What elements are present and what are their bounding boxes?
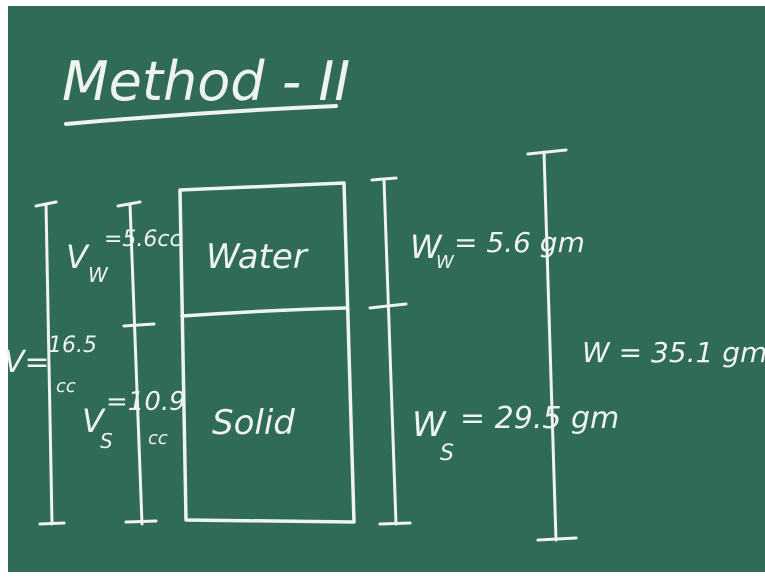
total-weight-dimension [526, 148, 578, 542]
solid-label: Solid [212, 403, 295, 443]
ww-symbol: W [410, 228, 443, 266]
total-volume-dimension [34, 200, 66, 526]
ws-value: = 29.5 gm [460, 401, 619, 436]
ws-symbol: W [412, 405, 447, 445]
volume-split-dimension [116, 200, 158, 526]
ws-subscript: S [440, 441, 454, 466]
phase-diagram-box [178, 181, 356, 524]
vw-value: =5.6cc [104, 227, 182, 252]
water-label: Water [206, 237, 309, 277]
ww-subscript: W [436, 252, 455, 273]
vs-value: =10.9 [106, 387, 186, 417]
total-volume-label: V= [4, 345, 50, 380]
vs-subscript: S [100, 429, 113, 453]
vs-unit: cc [148, 428, 168, 449]
vw-symbol: V [66, 238, 90, 276]
vs-symbol: V [82, 402, 106, 440]
title-underline [64, 104, 338, 126]
vw-subscript: W [88, 263, 109, 287]
weight-split-dimension [368, 176, 412, 526]
total-volume-value: 16.5 [48, 333, 97, 358]
title-text: Method - II [62, 50, 350, 113]
ww-value: = 5.6 gm [454, 226, 585, 259]
total-weight-label: W = 35.1 gm [582, 336, 765, 369]
total-volume-unit: cc [56, 376, 76, 397]
